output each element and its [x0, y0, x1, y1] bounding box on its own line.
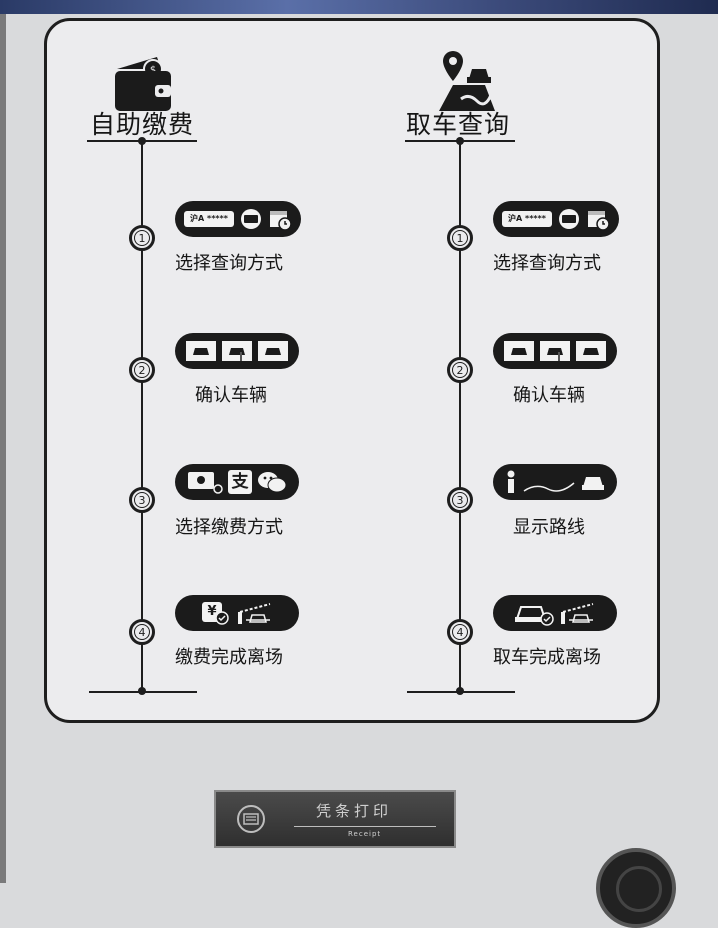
- svg-text:$: $: [150, 65, 156, 76]
- receipt-title: 凭条打印: [316, 802, 393, 820]
- card-reader-slot: [596, 848, 676, 928]
- plate-icon: 沪A *****: [184, 211, 234, 227]
- step-label-1: 选择查询方式: [175, 253, 283, 274]
- pickup-column: 取车查询 1 沪A ***** 选择查询方式 2 确认车辆 3 显示路线 4: [363, 21, 663, 726]
- payment-timeline: [141, 141, 143, 691]
- card-icon: [241, 209, 261, 229]
- route-pill: [493, 464, 617, 500]
- step-label-2: 确认车辆: [513, 385, 585, 406]
- confirm-vehicle-pill: [493, 333, 617, 369]
- leave-lot-pill: [493, 595, 617, 631]
- pickup-timeline: [459, 141, 461, 691]
- card-icon: [559, 209, 579, 229]
- car-icon: [576, 341, 606, 361]
- person-icon: [507, 470, 515, 493]
- map-pin-car-icon: [439, 51, 495, 111]
- confirm-vehicle-pill: [175, 333, 299, 369]
- barrier-gate-icon: [561, 603, 594, 624]
- pickup-title: 取车查询: [405, 110, 510, 139]
- leave-lot-pill: ¥: [175, 595, 299, 631]
- step-label-2: 确认车辆: [195, 385, 267, 406]
- payment-column: $ 自助缴费 1 沪A ***** 选择查询方式 2 确认车辆 3 支: [47, 21, 347, 726]
- car-icon: [258, 341, 288, 361]
- step-number-2: 2: [447, 357, 473, 383]
- step-label-1: 选择查询方式: [493, 253, 601, 274]
- barrier-gate-icon: [238, 603, 271, 624]
- plate-icon: 沪A *****: [502, 211, 552, 227]
- query-method-pill: 沪A *****: [493, 201, 619, 237]
- payment-method-pill: 支: [175, 464, 299, 500]
- pickup-bottom-rule: [407, 691, 515, 693]
- step-label-3: 选择缴费方式: [175, 517, 283, 538]
- top-frame: [0, 0, 718, 14]
- paid-receipt-icon: ¥: [200, 600, 232, 626]
- car-select-icon: [540, 341, 570, 361]
- calendar-clock-icon: [588, 211, 610, 231]
- plate-text: 沪A *****: [508, 214, 546, 223]
- alipay-icon: 支: [228, 470, 252, 494]
- step-number-2: 2: [129, 357, 155, 383]
- calendar-clock-icon: [270, 211, 292, 231]
- print-icon: [237, 805, 265, 833]
- step-label-3: 显示路线: [513, 517, 585, 538]
- car-check-icon: [515, 606, 554, 626]
- step-label-4: 取车完成离场: [493, 647, 601, 668]
- car-icon: [186, 341, 216, 361]
- step-number-4: 4: [447, 619, 473, 645]
- step-label-4: 缴费完成离场: [175, 647, 283, 668]
- query-method-pill: 沪A *****: [175, 201, 301, 237]
- receipt-subtitle: Receipt: [348, 830, 382, 838]
- car-icon: [582, 477, 604, 490]
- route-icon: [523, 482, 575, 492]
- step-number-4: 4: [129, 619, 155, 645]
- plate-text: 沪A *****: [190, 214, 228, 223]
- guide-panel: $ 自助缴费 1 沪A ***** 选择查询方式 2 确认车辆 3 支: [44, 18, 660, 723]
- step-number-1: 1: [129, 225, 155, 251]
- receipt-divider: [294, 826, 436, 827]
- payment-title: 自助缴费: [89, 110, 194, 139]
- step-number-3: 3: [129, 487, 155, 513]
- wallet-icon: $: [115, 57, 171, 111]
- payment-bottom-rule: [89, 691, 197, 693]
- receipt-print-button[interactable]: 凭条打印 Receipt: [214, 790, 456, 848]
- wechat-icon: [258, 472, 287, 493]
- left-frame-edge: [0, 14, 6, 883]
- car-select-icon: [222, 341, 252, 361]
- currency-glyph: ¥: [207, 604, 217, 619]
- alipay-glyph: 支: [231, 472, 249, 492]
- step-number-3: 3: [447, 487, 473, 513]
- car-icon: [504, 341, 534, 361]
- cash-icon: [188, 472, 223, 494]
- step-number-1: 1: [447, 225, 473, 251]
